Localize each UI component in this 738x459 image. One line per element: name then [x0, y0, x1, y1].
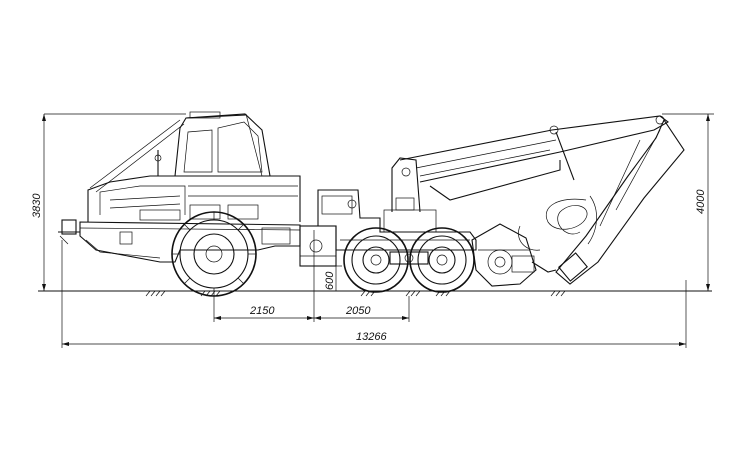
front-frame — [79, 221, 301, 263]
dim-rear-wheelbase-label: 2050 — [345, 305, 371, 317]
dim-overall-length-label: 13266 — [356, 331, 387, 343]
front-hitch — [58, 219, 80, 245]
dimension-ground-clearance: 600 — [324, 265, 342, 291]
main-boom — [399, 115, 669, 201]
dim-cab-height-label: 3830 — [31, 193, 43, 218]
rear-wheel-1 — [343, 227, 409, 293]
cab — [174, 111, 271, 177]
dimension-wheelbase: 2150 2050 — [213, 230, 410, 322]
dimension-overall-length: 13266 — [61, 240, 687, 348]
protective-cage — [89, 113, 263, 193]
bogie-beam — [389, 251, 429, 265]
stick-boom — [555, 118, 685, 285]
hydraulic-hoses — [518, 195, 597, 251]
dim-boom-height-label: 4000 — [695, 189, 707, 214]
harvester-head — [471, 223, 557, 287]
crane-column — [391, 157, 421, 213]
rear-wheel-2 — [409, 227, 475, 293]
dim-front-wheelbase-label: 2150 — [249, 305, 275, 317]
dimension-cab-height: 3830 — [31, 113, 186, 292]
articulation-joint — [299, 225, 337, 267]
vehicle — [58, 111, 685, 297]
front-wheel — [171, 211, 257, 297]
engine-hood — [87, 150, 301, 222]
dim-ground-clearance-label: 600 — [324, 271, 336, 290]
dimension-boom-height: 4000 — [662, 113, 714, 291]
